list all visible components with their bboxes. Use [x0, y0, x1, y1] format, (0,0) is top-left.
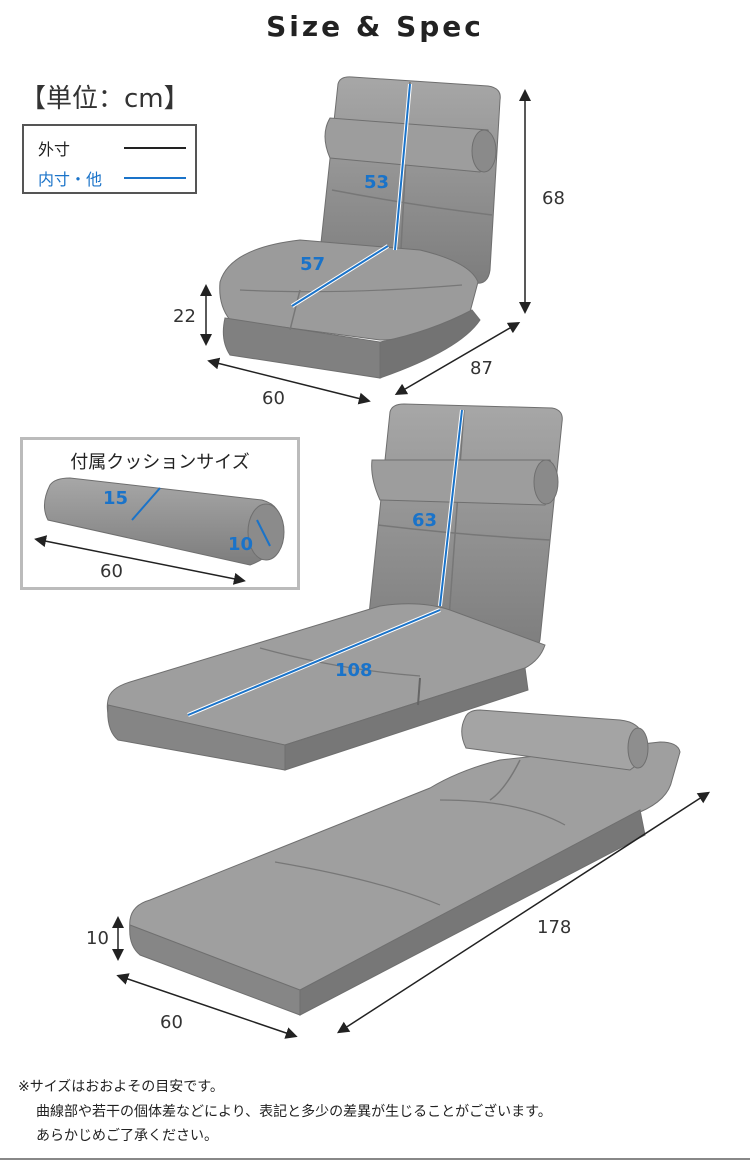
- chair3-width-dim: 60: [160, 1012, 183, 1033]
- bottom-divider: [0, 1158, 750, 1160]
- legend-inner: 内寸・他: [38, 166, 186, 190]
- chair1-height-dim: 68: [542, 188, 565, 209]
- note-line-2: 曲線部や若干の個体差などにより、表記と多少の差異が生じることがございます。: [36, 1104, 552, 1120]
- cushion-inner-dim: 10: [228, 534, 254, 555]
- chair3-length-dim: 178: [537, 917, 572, 938]
- note-line-1: ※サイズはおおよその目安です。: [18, 1079, 224, 1095]
- chair1-width-dim: 60: [262, 388, 285, 409]
- chair1-backrest-dim: 53: [364, 172, 390, 193]
- outer-arrow-icon: [124, 147, 186, 149]
- legend-inner-label: 内寸・他: [38, 170, 103, 189]
- chair1-seat-height-dim: 22: [173, 306, 196, 327]
- chair2-length-dim: 108: [335, 660, 373, 681]
- legend-outer: 外寸: [38, 136, 186, 160]
- legend-outer-label: 外寸: [38, 140, 71, 159]
- chair3-thickness-dim: 10: [86, 928, 109, 949]
- chair1-depth-dim: 87: [470, 358, 493, 379]
- cushion-length-dim: 60: [100, 561, 123, 582]
- page-title: Size & Spec: [266, 10, 484, 43]
- note-line-3: あらかじめご了承ください。: [36, 1128, 218, 1144]
- unit-label: 【単位：cm】: [20, 84, 190, 114]
- chair2-backrest-dim: 63: [412, 510, 438, 531]
- chair-upright-illustration: [219, 76, 501, 379]
- dimension-legend: 外寸 内寸・他: [22, 124, 197, 194]
- chair1-seat-dim: 57: [300, 254, 326, 275]
- inner-arrow-icon: [124, 177, 186, 179]
- cushion-title: 付属クッションサイズ: [70, 452, 250, 473]
- cushion-outer-dim: 15: [103, 488, 129, 509]
- cushion-size-box: 付属クッションサイズ: [20, 437, 300, 590]
